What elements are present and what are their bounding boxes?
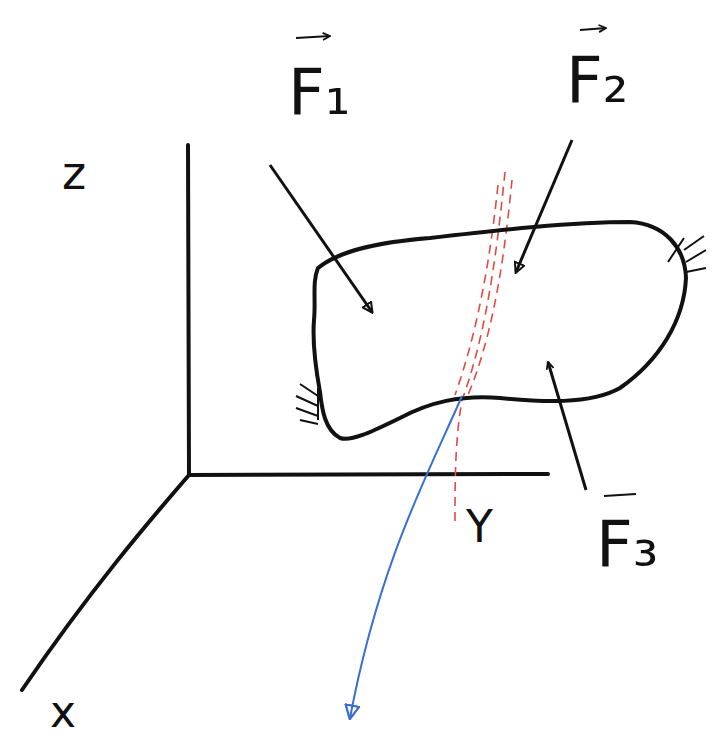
section-line	[468, 180, 512, 395]
force-label: F₃	[596, 512, 658, 576]
force-arrow	[270, 165, 372, 312]
body-outline	[313, 222, 686, 439]
y-axis	[189, 474, 548, 475]
section-line	[455, 185, 498, 395]
support-hatch	[296, 384, 318, 424]
force-arrow	[516, 140, 572, 272]
axis-label: x	[50, 690, 76, 734]
axes	[22, 145, 548, 690]
support-symbols	[296, 236, 706, 424]
axis-label: Y	[466, 505, 493, 549]
force-arrows	[270, 140, 586, 490]
vector-mark	[580, 28, 606, 30]
vector-mark	[296, 36, 330, 38]
z-axis	[188, 145, 189, 475]
resultant-arrow	[350, 396, 462, 718]
axis-label: z	[62, 150, 86, 196]
section-lines	[455, 172, 512, 522]
vector-mark	[604, 494, 636, 496]
force-label: F₁	[288, 60, 350, 124]
force-label: F₂	[566, 48, 628, 112]
x-axis	[22, 475, 189, 690]
support-hatch	[668, 236, 706, 272]
section-line	[455, 172, 505, 522]
force-arrow	[548, 362, 586, 490]
